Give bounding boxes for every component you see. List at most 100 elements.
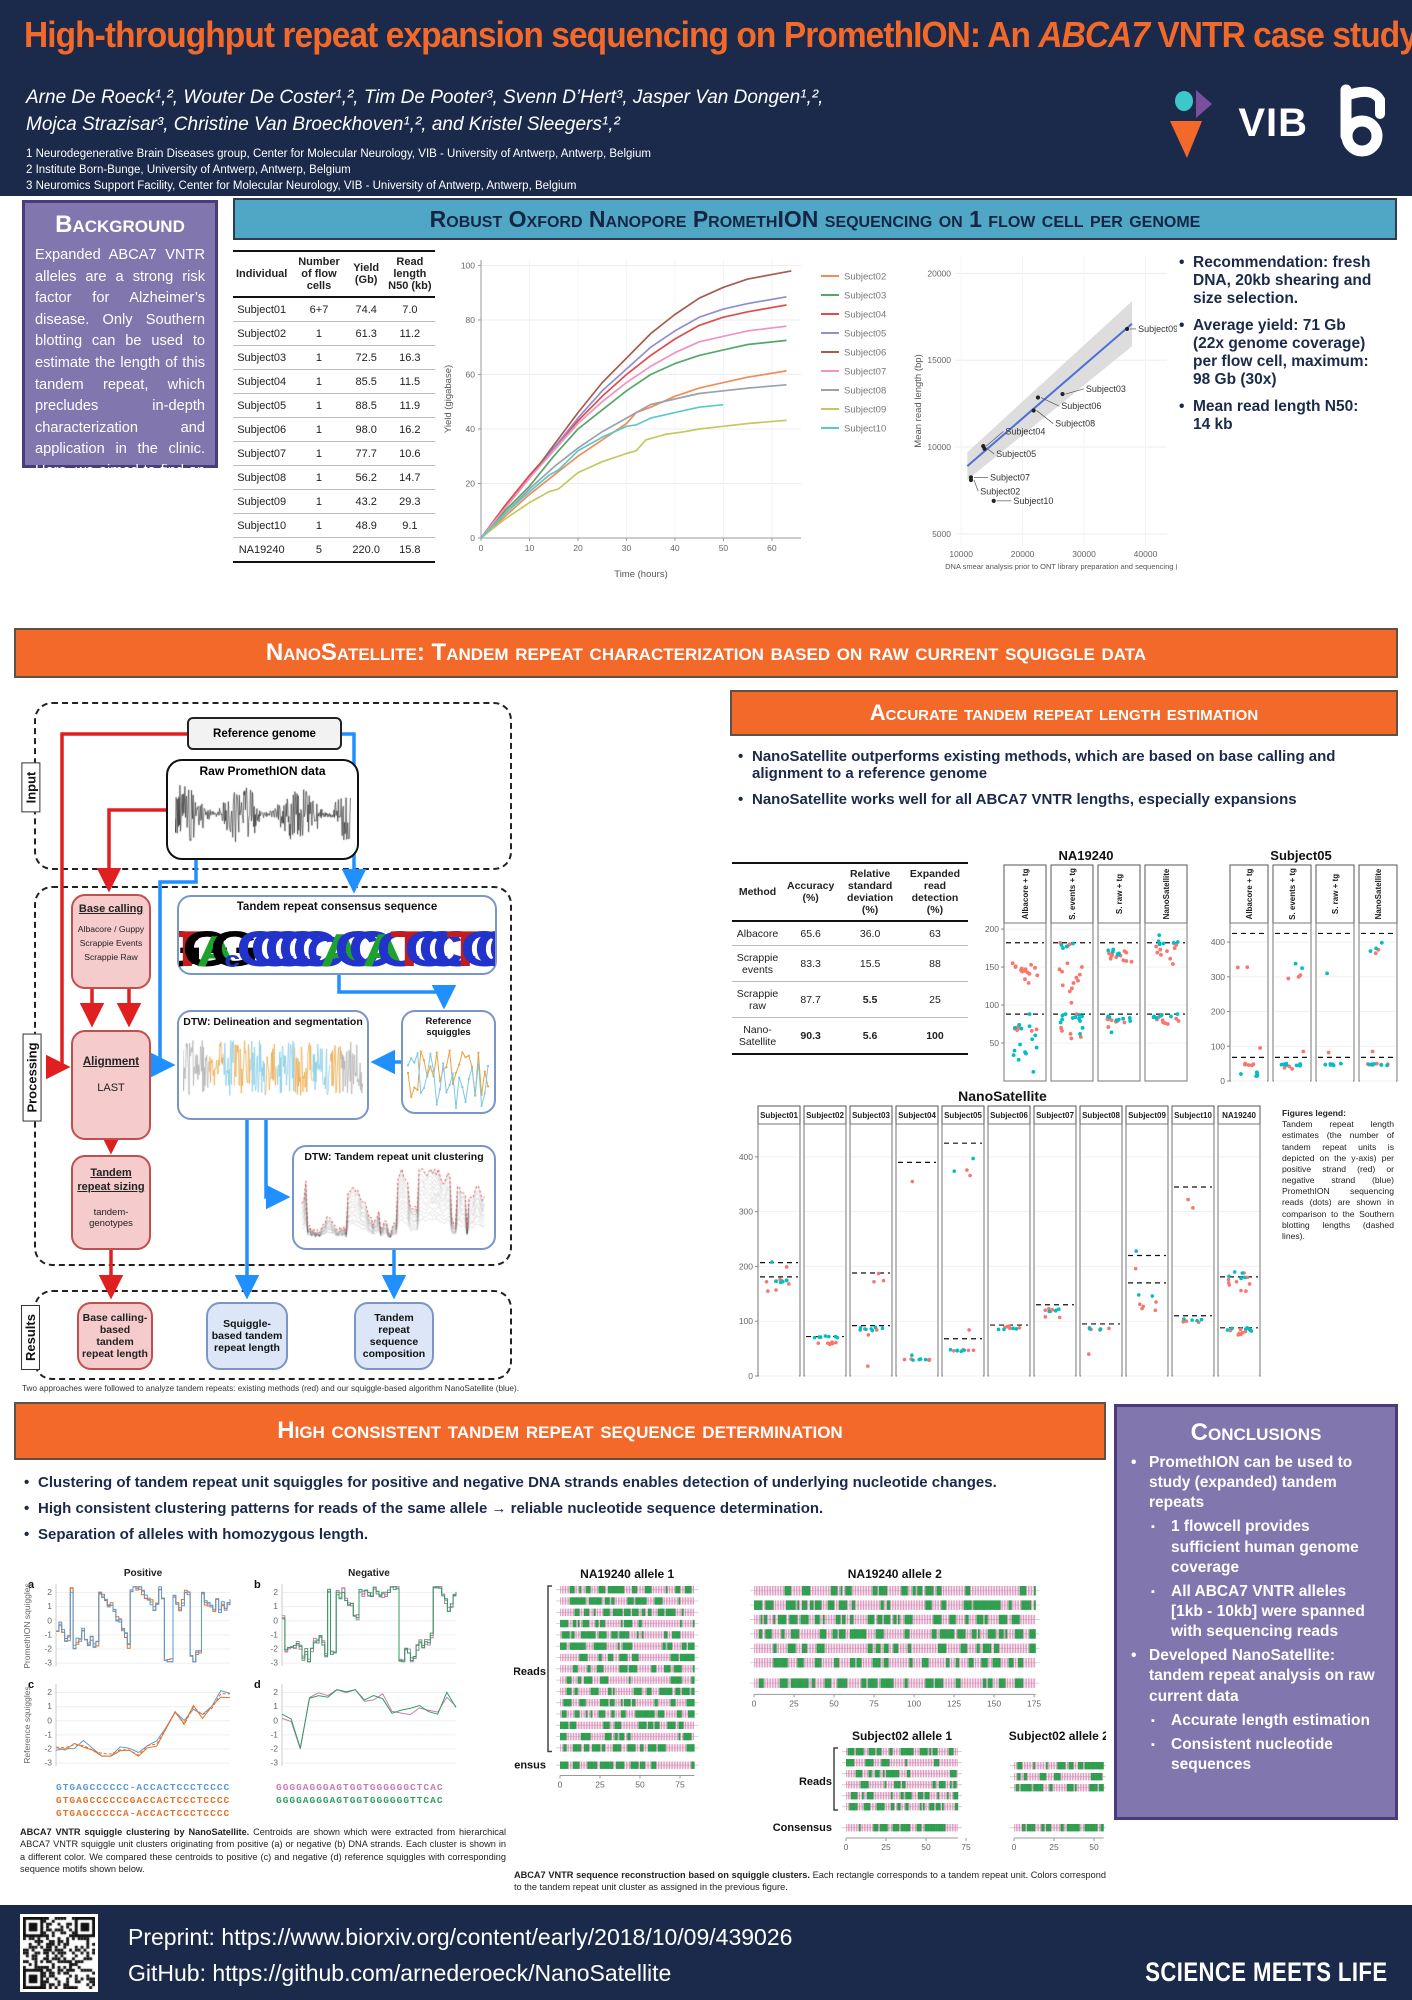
svg-text:1: 1 bbox=[273, 1601, 278, 1611]
bullet-item: NanoSatellite works well for all ABCA7 V… bbox=[736, 791, 1396, 808]
robust-bullets: Recommendation: fresh DNA, 20kb shearing… bbox=[1177, 246, 1373, 618]
svg-text:-1: -1 bbox=[270, 1729, 278, 1739]
svg-text:Subject06: Subject06 bbox=[1061, 401, 1101, 411]
svg-text:150: 150 bbox=[987, 1698, 1001, 1708]
svg-text:0: 0 bbox=[1220, 1076, 1225, 1086]
svg-text:-3: -3 bbox=[44, 1758, 52, 1768]
conclusion-item: •PromethION can be used to study (expand… bbox=[1131, 1454, 1353, 1512]
robust-section-header: Robust Oxford Nanopore PromethION sequen… bbox=[233, 198, 1397, 240]
column-header: Yield (Gb) bbox=[347, 250, 385, 298]
svg-text:Subject04: Subject04 bbox=[898, 1111, 936, 1120]
svg-text:Subject05: Subject05 bbox=[944, 1111, 982, 1120]
figures-legend-body: Tandem repeat length estimates (the numb… bbox=[1282, 1119, 1394, 1241]
bullet-item: Mean read length N50: 14 kb bbox=[1177, 398, 1373, 434]
svg-text:-1: -1 bbox=[44, 1729, 52, 1739]
tr-sizing-tool: tandem-genotypes bbox=[89, 1206, 133, 1229]
svg-text:0: 0 bbox=[273, 1715, 278, 1725]
subject05-plot-title: Subject05 bbox=[1270, 848, 1332, 863]
result-sequence-composition-box: Tandem repeat sequence composition bbox=[354, 1302, 434, 1370]
svg-text:Subject10: Subject10 bbox=[1174, 1111, 1212, 1120]
svg-text:30: 30 bbox=[622, 543, 632, 553]
preprint-link[interactable]: Preprint: https://www.biorxiv.org/conten… bbox=[128, 1924, 793, 1950]
svg-text:-2: -2 bbox=[44, 1644, 52, 1654]
svg-text:10000: 10000 bbox=[927, 442, 951, 452]
svg-text:Subject10: Subject10 bbox=[844, 424, 886, 435]
accurate-section-header: Accurate tandem repeat length estimation bbox=[730, 690, 1398, 736]
svg-text:Yield (gigabase): Yield (gigabase) bbox=[443, 365, 454, 433]
column-header: Relative standard deviation (%) bbox=[838, 862, 902, 922]
svg-text:0: 0 bbox=[479, 543, 484, 553]
svg-text:100: 100 bbox=[739, 1316, 753, 1326]
base-calling-title: Base calling bbox=[78, 903, 144, 915]
column-header: Method bbox=[732, 862, 783, 922]
conclusions-title: Conclusions bbox=[1190, 1419, 1322, 1446]
svg-text:Time (hours): Time (hours) bbox=[614, 569, 668, 580]
raw-data-title: Raw PromethION data bbox=[199, 764, 326, 778]
sequence-reconstruction-figure: NA19240 allele 1ReadsConsensus0255075NA1… bbox=[487, 1566, 1109, 1894]
sequence-motif: GTGAGCCCCCCGACCACTCCCTCCCC bbox=[56, 1795, 231, 1806]
svg-text:Subject09: Subject09 bbox=[1128, 1111, 1166, 1120]
logo-letter: c bbox=[224, 947, 240, 969]
svg-text:400: 400 bbox=[1211, 937, 1225, 947]
bullet-item: Recommendation: fresh DNA, 20kb shearing… bbox=[1177, 254, 1373, 308]
svg-text:50: 50 bbox=[719, 543, 729, 553]
section-sequence-determination: High consistent tandem repeat sequence d… bbox=[14, 1402, 1398, 1900]
svg-text:10: 10 bbox=[525, 543, 535, 553]
svg-text:NanoSatellite: NanoSatellite bbox=[1374, 868, 1383, 919]
tandem-repeat-sizing-box: Tandem repeat sizing tandem-genotypes bbox=[71, 1155, 151, 1250]
column-header: Expanded read detection (%) bbox=[901, 862, 968, 922]
svg-text:DNA smear analysis prior to ON: DNA smear analysis prior to ONT library … bbox=[945, 562, 1177, 571]
conclusion-subitem: ▪Consistent nucleotide sequences bbox=[1151, 1735, 1333, 1773]
basecaller-scrappie-events: Scrappie Events bbox=[79, 937, 143, 948]
svg-text:Subject06: Subject06 bbox=[990, 1111, 1028, 1120]
base-calling-box: Base calling Albacore / Guppy Scrappie E… bbox=[71, 894, 151, 989]
svg-text:-2: -2 bbox=[270, 1644, 278, 1654]
svg-text:c: c bbox=[28, 1679, 34, 1691]
svg-text:25: 25 bbox=[595, 1780, 605, 1790]
svg-text:Subject02: Subject02 bbox=[980, 486, 1020, 496]
svg-text:0: 0 bbox=[844, 1842, 849, 1852]
bullet-item: Clustering of tandem repeat unit squiggl… bbox=[22, 1474, 1102, 1491]
svg-text:Subject07: Subject07 bbox=[990, 472, 1030, 482]
svg-text:25: 25 bbox=[1049, 1842, 1059, 1852]
vib-logo-icon bbox=[1162, 88, 1220, 160]
svg-text:2: 2 bbox=[273, 1587, 278, 1597]
svg-text:Subject04: Subject04 bbox=[1005, 426, 1045, 436]
svg-text:Subject08: Subject08 bbox=[1055, 419, 1095, 429]
alignment-tool: LAST bbox=[97, 1082, 125, 1094]
svg-text:200: 200 bbox=[985, 924, 999, 934]
reference-genome-box: Reference genome bbox=[187, 717, 342, 750]
svg-text:300: 300 bbox=[1211, 972, 1225, 982]
svg-text:Subject03: Subject03 bbox=[844, 291, 886, 302]
svg-text:100: 100 bbox=[1211, 1041, 1225, 1051]
svg-text:15000: 15000 bbox=[927, 355, 951, 365]
svg-text:50: 50 bbox=[829, 1698, 839, 1708]
logo-letter: C bbox=[489, 924, 495, 969]
figb-caption: ABCA7 VNTR sequence reconstruction based… bbox=[514, 1870, 1106, 1893]
svg-text:PromethION squiggles: PromethION squiggles bbox=[22, 1583, 32, 1669]
svg-text:0: 0 bbox=[1012, 1842, 1017, 1852]
affiliation-1: 1 Neurodegenerative Brain Diseases group… bbox=[26, 148, 651, 160]
figb-svg: NA19240 allele 1ReadsConsensus0255075NA1… bbox=[487, 1566, 1109, 1863]
conclusion-subitem: ▪All ABCA7 VNTR alleles [1kb - 10kb] wer… bbox=[1151, 1582, 1365, 1641]
dtw-clustering-box: DTW: Tandem repeat unit clustering bbox=[292, 1145, 496, 1250]
svg-text:150: 150 bbox=[985, 962, 999, 972]
svg-text:NA19240 allele 1: NA19240 allele 1 bbox=[580, 1567, 674, 1581]
svg-text:0: 0 bbox=[748, 1371, 753, 1381]
github-link[interactable]: GitHub: https://github.com/arnederoeck/N… bbox=[128, 1960, 672, 1986]
affiliation-3: 3 Neuromics Support Facility, Center for… bbox=[26, 180, 577, 192]
bullet-item: Separation of alleles with homozygous le… bbox=[22, 1526, 1102, 1543]
svg-text:Subject02: Subject02 bbox=[806, 1111, 844, 1120]
nanosatellite-flowchart: Input Processing Results bbox=[14, 690, 714, 1402]
column-header: Read length N50 (kb) bbox=[384, 250, 435, 298]
svg-text:Negative: Negative bbox=[348, 1568, 390, 1579]
result-basecalling-length-box: Base calling-based tandem repeat length bbox=[77, 1302, 153, 1370]
